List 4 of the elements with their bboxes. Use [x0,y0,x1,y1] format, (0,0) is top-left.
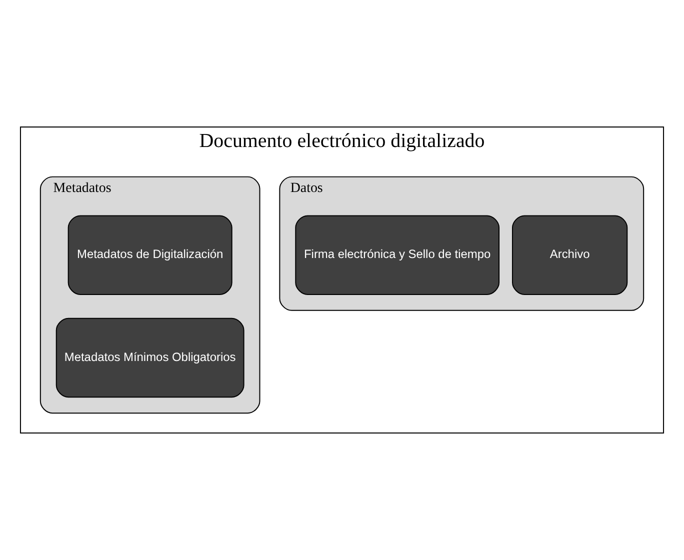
node-box: Archivo [512,215,628,295]
node-box: Metadatos de Digitalización [68,215,232,295]
node-box: Metadatos Mínimos Obligatorios [56,318,244,398]
node-box: Firma electrónica y Sello de tiempo [295,215,500,295]
